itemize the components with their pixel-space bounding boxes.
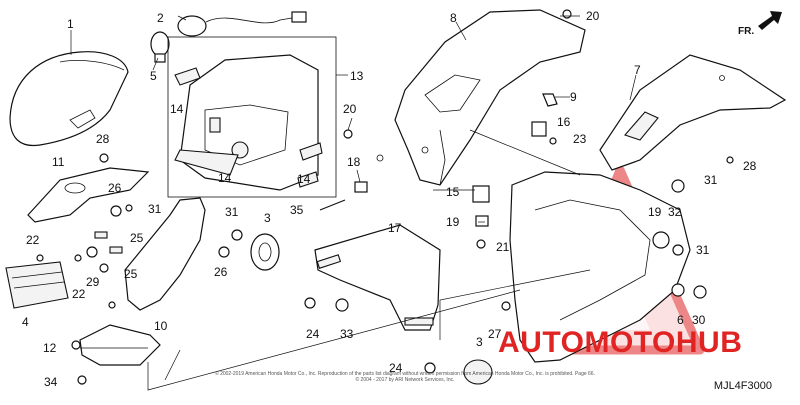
part-3-grommet-lower[interactable]	[463, 359, 493, 385]
part-3-grommet[interactable]	[250, 233, 280, 271]
label-28a[interactable]: 28	[96, 132, 110, 146]
part-5-bulb[interactable]	[150, 31, 170, 63]
label-17[interactable]: 17	[388, 221, 402, 235]
part-11-reflector-bracket[interactable]	[27, 167, 150, 223]
label-31c[interactable]: 31	[704, 173, 718, 187]
label-5[interactable]: 5	[150, 69, 157, 83]
diagram-code: MJL4F3000	[713, 380, 772, 392]
label-3[interactable]: 3	[264, 211, 271, 225]
label-9[interactable]: 9	[570, 90, 577, 104]
label-24b[interactable]: 24	[389, 361, 403, 375]
label-1[interactable]: 1	[67, 17, 74, 31]
label-23[interactable]: 23	[573, 132, 587, 146]
label-35[interactable]: 35	[290, 203, 304, 217]
label-7[interactable]: 7	[634, 63, 641, 77]
label-14a[interactable]: 14	[170, 102, 184, 116]
label-28b[interactable]: 28	[743, 159, 757, 173]
label-26a[interactable]: 26	[108, 181, 122, 195]
label-25b[interactable]: 25	[124, 267, 138, 281]
label-31d[interactable]: 31	[696, 243, 710, 257]
label-26b[interactable]: 26	[214, 265, 228, 279]
label-15[interactable]: 15	[446, 185, 460, 199]
part-17-license-bracket[interactable]	[314, 224, 441, 331]
label-19a[interactable]: 19	[446, 215, 460, 229]
label-12[interactable]: 12	[43, 341, 57, 355]
part-1-lens-cover[interactable]	[9, 51, 129, 147]
label-24a[interactable]: 24	[306, 327, 320, 341]
label-10[interactable]: 10	[154, 319, 168, 333]
label-2[interactable]: 2	[157, 11, 164, 25]
label-6[interactable]: 6	[677, 313, 684, 327]
fasteners	[36, 9, 734, 385]
front-label: FR.	[738, 26, 755, 37]
label-29[interactable]: 29	[86, 275, 100, 289]
label-20a[interactable]: 20	[586, 9, 600, 23]
label-18[interactable]: 18	[347, 155, 361, 169]
label-32[interactable]: 32	[668, 205, 682, 219]
part-number-labels: 1 2 3 3 4 5 6 7 8 9 10 11 12 13 14 14 14…	[22, 9, 757, 389]
label-22b[interactable]: 22	[72, 287, 86, 301]
label-33[interactable]: 33	[340, 327, 354, 341]
watermark-text: AUTOMOTOHUB	[498, 326, 742, 359]
label-11[interactable]: 11	[52, 155, 65, 169]
label-30[interactable]: 30	[692, 313, 706, 327]
label-14b[interactable]: 14	[218, 171, 232, 185]
label-16[interactable]: 16	[557, 115, 571, 129]
label-19b[interactable]: 19	[648, 205, 662, 219]
label-25a[interactable]: 25	[130, 231, 144, 245]
label-8[interactable]: 8	[450, 11, 457, 25]
part-13-housing[interactable]	[167, 36, 337, 198]
label-3b[interactable]: 3	[476, 335, 483, 349]
leader-lines	[70, 15, 637, 391]
label-34[interactable]: 34	[44, 375, 58, 389]
part-6-splash-guard[interactable]	[509, 171, 691, 363]
label-22a[interactable]: 22	[26, 233, 40, 247]
part-8-fender-upper[interactable]	[376, 9, 586, 186]
label-13[interactable]: 13	[350, 69, 364, 83]
part-7-undertray[interactable]	[599, 54, 787, 171]
label-31a[interactable]: 31	[148, 202, 162, 216]
part-4-reflector[interactable]	[5, 261, 69, 309]
part-12-plate[interactable]	[79, 324, 161, 366]
part-10-stay[interactable]	[124, 197, 206, 311]
label-4[interactable]: 4	[22, 315, 29, 329]
label-14c[interactable]: 14	[297, 172, 311, 186]
label-31b[interactable]: 31	[225, 205, 239, 219]
label-20b[interactable]: 20	[343, 102, 357, 116]
part-2-socket-wire[interactable]	[177, 11, 307, 37]
front-arrow-icon	[758, 11, 782, 30]
label-21[interactable]: 21	[496, 240, 510, 254]
copyright-notice: © 2002-2019 American Honda Motor Co., In…	[215, 371, 595, 383]
label-27[interactable]: 27	[488, 327, 502, 341]
